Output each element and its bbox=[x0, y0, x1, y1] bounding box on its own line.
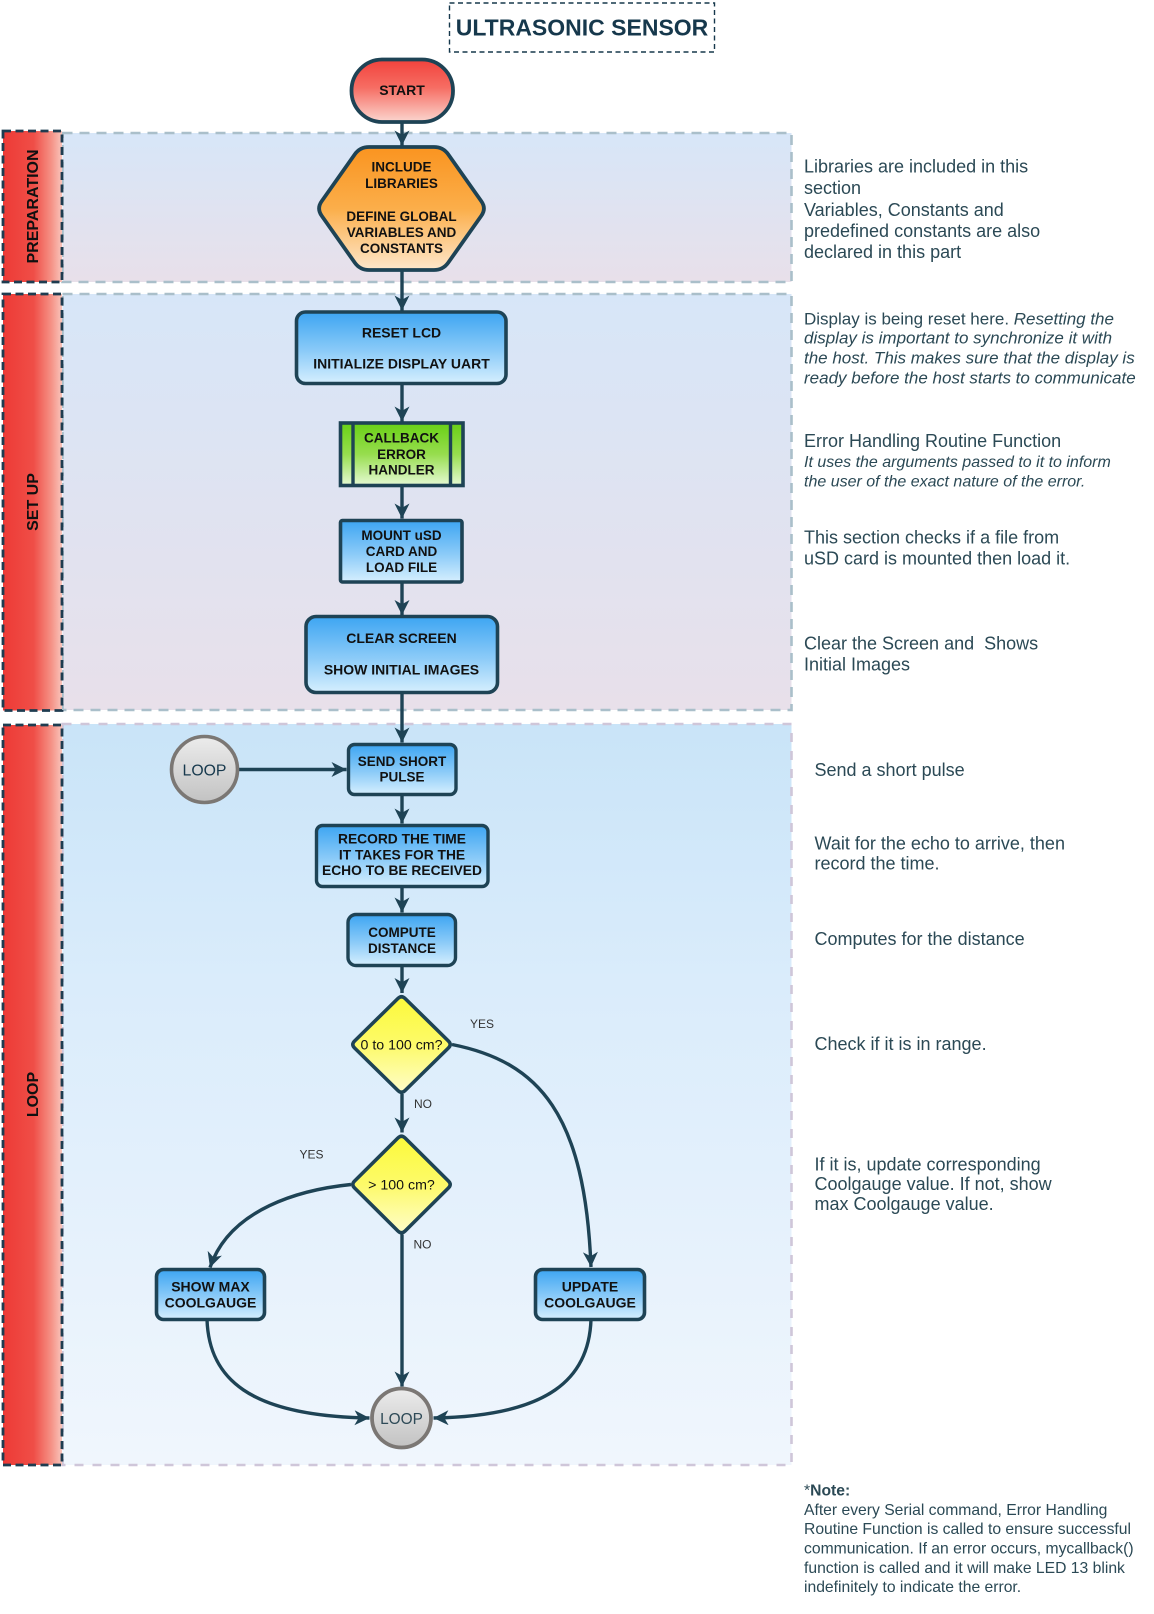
svg-text:Wait for the echo to arrive, t: Wait for the echo to arrive, then bbox=[815, 834, 1065, 854]
svg-text:CLEAR SCREEN: CLEAR SCREEN bbox=[346, 630, 456, 646]
svg-text:RECORD THE TIME: RECORD THE TIME bbox=[338, 832, 466, 847]
svg-text:START: START bbox=[379, 82, 425, 98]
svg-text:INITIALIZE DISPLAY UART: INITIALIZE DISPLAY UART bbox=[313, 355, 490, 371]
svg-text:It uses the arguments passed t: It uses the arguments passed to it to in… bbox=[804, 454, 1111, 471]
svg-text:If it is, update corresponding: If it is, update corresponding bbox=[815, 1155, 1041, 1175]
svg-text:display is important to synchr: display is important to synchronize it w… bbox=[804, 328, 1112, 347]
svg-text:ECHO TO BE RECEIVED: ECHO TO BE RECEIVED bbox=[322, 863, 482, 878]
svg-text:Initial Images: Initial Images bbox=[804, 654, 910, 674]
svg-text:Display is being reset here. R: Display is being reset here. Resetting t… bbox=[804, 309, 1114, 328]
svg-text:SHOW MAX: SHOW MAX bbox=[171, 1279, 250, 1295]
svg-text:NO: NO bbox=[414, 1237, 432, 1251]
svg-text:communication. If an error occ: communication. If an error occurs, mycal… bbox=[804, 1541, 1134, 1558]
svg-text:SET UP: SET UP bbox=[25, 473, 42, 531]
svg-text:uSD card is mounted then load: uSD card is mounted then load it. bbox=[804, 549, 1070, 569]
svg-text:the host. This makes sure that: the host. This makes sure that the displ… bbox=[804, 349, 1135, 368]
svg-text:record the time.: record the time. bbox=[815, 853, 940, 873]
svg-text:Clear the Screen and Shows: Clear the Screen and Shows bbox=[804, 633, 1038, 653]
svg-text:Error Handling Routine Functio: Error Handling Routine Function bbox=[804, 431, 1061, 451]
svg-text:ready before the host starts t: ready before the host starts to communic… bbox=[804, 369, 1136, 388]
svg-text:LOAD FILE: LOAD FILE bbox=[366, 560, 437, 575]
svg-text:the user of the exact nature o: the user of the exact nature of the erro… bbox=[804, 473, 1085, 490]
svg-text:LOOP: LOOP bbox=[25, 1072, 42, 1118]
svg-text:MOUNT uSD: MOUNT uSD bbox=[361, 528, 441, 543]
svg-text:section: section bbox=[804, 178, 861, 198]
svg-text:DEFINE GLOBAL: DEFINE GLOBAL bbox=[346, 209, 456, 224]
svg-text:> 100 cm?: > 100 cm? bbox=[368, 1177, 435, 1193]
svg-text:max Coolgauge value.: max Coolgauge value. bbox=[815, 1194, 994, 1214]
svg-text:Coolgauge value. If not, show: Coolgauge value. If not, show bbox=[815, 1174, 1053, 1194]
svg-text:Routine Function is called to: Routine Function is called to ensure suc… bbox=[804, 1521, 1131, 1538]
svg-text:function is called and it will: function is called and it will make LED … bbox=[804, 1560, 1125, 1577]
svg-text:ULTRASONIC SENSOR: ULTRASONIC SENSOR bbox=[456, 15, 709, 41]
svg-text:YES: YES bbox=[300, 1148, 324, 1162]
svg-text:indefinitely to indicate the e: indefinitely to indicate the error. bbox=[804, 1579, 1021, 1596]
svg-text:COOLGAUGE: COOLGAUGE bbox=[544, 1294, 636, 1310]
svg-text:SHOW INITIAL IMAGES: SHOW INITIAL IMAGES bbox=[324, 661, 479, 677]
svg-text:LIBRARIES: LIBRARIES bbox=[365, 176, 438, 191]
svg-text:UPDATE: UPDATE bbox=[562, 1279, 619, 1295]
svg-text:After every Serial command, Er: After every Serial command, Error Handli… bbox=[804, 1502, 1107, 1519]
svg-text:Computes for the distance: Computes for the distance bbox=[815, 929, 1025, 949]
svg-text:PULSE: PULSE bbox=[379, 770, 424, 785]
svg-text:IT TAKES FOR THE: IT TAKES FOR THE bbox=[339, 848, 465, 863]
svg-text:predefined constants are also: predefined constants are also bbox=[804, 221, 1040, 241]
svg-text:LOOP: LOOP bbox=[183, 762, 227, 779]
svg-text:DISTANCE: DISTANCE bbox=[368, 941, 436, 956]
svg-text:RESET LCD: RESET LCD bbox=[362, 324, 441, 340]
svg-text:VARIABLES AND: VARIABLES AND bbox=[347, 225, 457, 240]
svg-text:Send a short pulse: Send a short pulse bbox=[815, 760, 965, 780]
svg-text:CONSTANTS: CONSTANTS bbox=[360, 241, 443, 256]
svg-text:HANDLER: HANDLER bbox=[369, 463, 435, 478]
svg-text:PREPARATION: PREPARATION bbox=[25, 149, 42, 263]
svg-text:*Note:: *Note: bbox=[804, 1482, 850, 1499]
svg-text:ERROR: ERROR bbox=[377, 447, 426, 462]
svg-text:declared in this part: declared in this part bbox=[804, 242, 961, 262]
svg-text:NO: NO bbox=[414, 1097, 432, 1111]
svg-text:INCLUDE: INCLUDE bbox=[372, 160, 432, 175]
svg-text:LOOP: LOOP bbox=[380, 1411, 423, 1428]
svg-text:Variables, Constants and: Variables, Constants and bbox=[804, 200, 1004, 220]
svg-text:COMPUTE: COMPUTE bbox=[368, 925, 436, 940]
svg-text:This section checks if a file: This section checks if a file from bbox=[804, 528, 1059, 548]
svg-text:Check if it is in range.: Check if it is in range. bbox=[815, 1034, 987, 1054]
svg-text:0 to 100 cm?: 0 to 100 cm? bbox=[360, 1037, 442, 1053]
svg-text:Libraries are included in this: Libraries are included in this bbox=[804, 157, 1028, 177]
svg-text:CARD AND: CARD AND bbox=[366, 544, 438, 559]
svg-text:SEND SHORT: SEND SHORT bbox=[358, 754, 447, 769]
svg-text:CALLBACK: CALLBACK bbox=[364, 431, 439, 446]
svg-text:COOLGAUGE: COOLGAUGE bbox=[165, 1294, 257, 1310]
svg-text:YES: YES bbox=[470, 1017, 494, 1031]
